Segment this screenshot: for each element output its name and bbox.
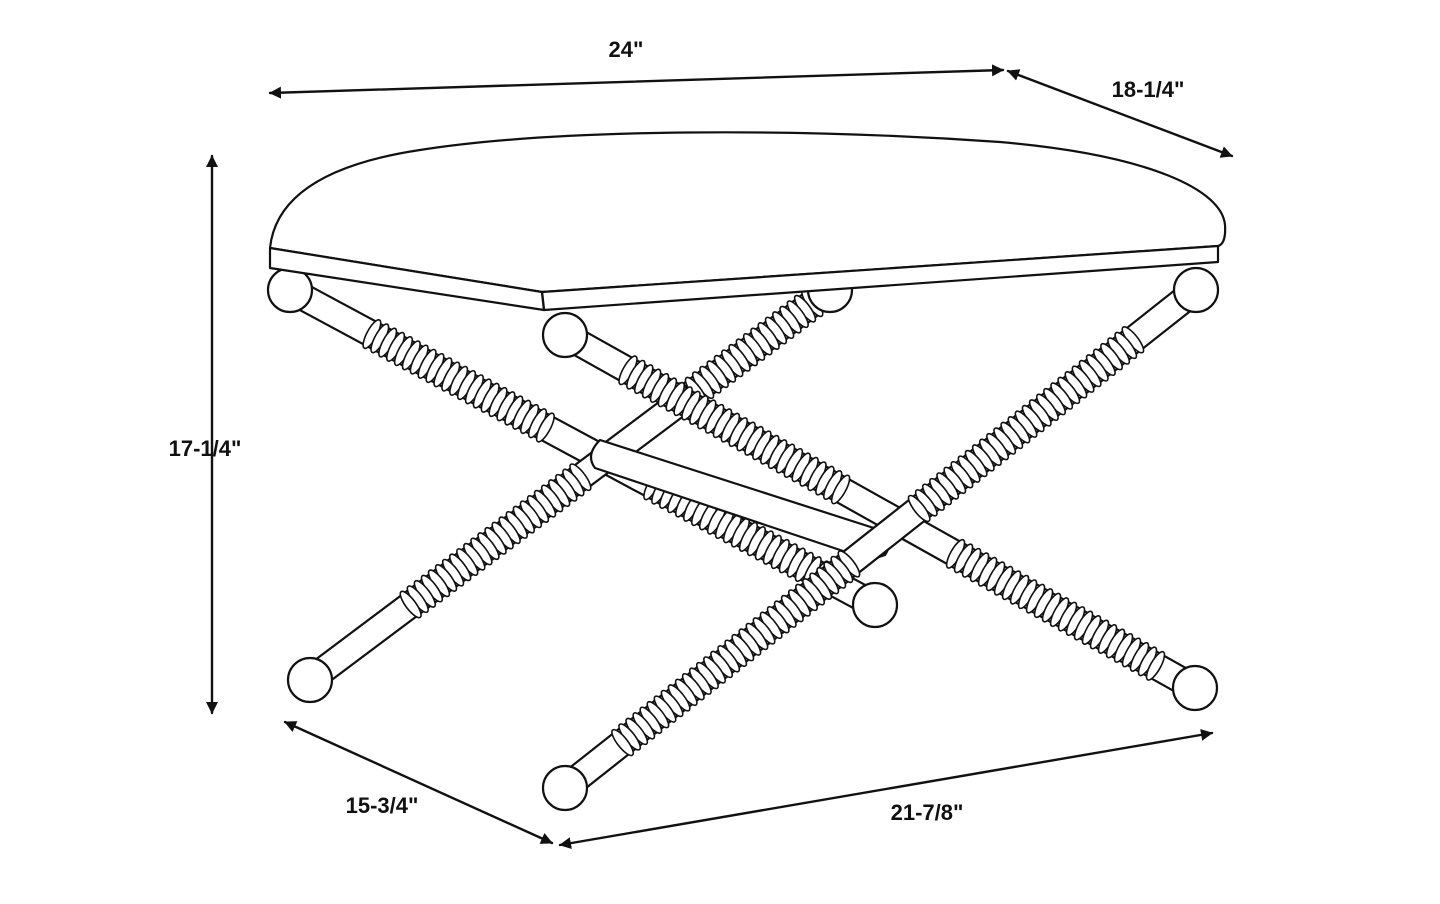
depth-top-label: 18-1/4"	[1112, 77, 1185, 102]
depth-base-arrow	[283, 720, 554, 845]
dimension-labels: 24" 18-1/4" 17-1/4" 15-3/4" 21-7/8"	[169, 37, 1185, 825]
dimension-lines	[206, 64, 1234, 850]
front-leg-left-to-right	[541, 311, 1219, 712]
width-label: 24"	[609, 37, 644, 62]
back-leg-left-to-right	[266, 266, 899, 629]
depth-top-arrow	[1006, 69, 1234, 158]
width-arrow	[268, 64, 1005, 99]
height-label: 17-1/4"	[169, 436, 242, 461]
bench-illustration	[266, 131, 1227, 812]
seat-cushion	[268, 131, 1227, 312]
front-leg-right-to-left	[541, 266, 1220, 812]
depth-base-label: 15-3/4"	[346, 793, 419, 818]
width-base-label: 21-7/8"	[891, 800, 964, 825]
width-base-arrow	[558, 728, 1214, 850]
